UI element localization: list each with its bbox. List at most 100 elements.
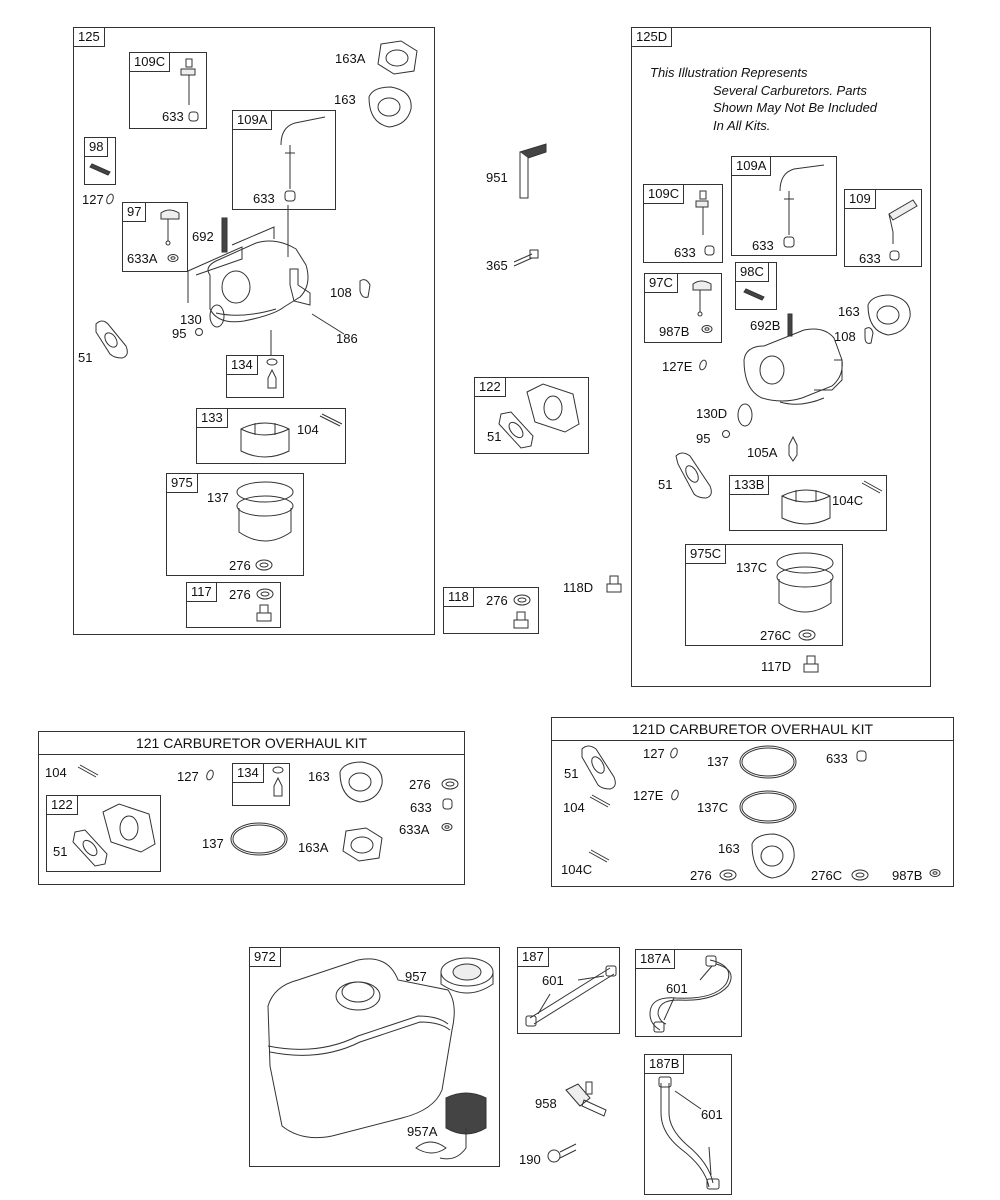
part-117D[interactable]: 117D (761, 659, 792, 674)
kit-133B[interactable]: 133B 104C (729, 475, 887, 531)
part-601[interactable]: 601 (542, 973, 564, 988)
part-108[interactable]: 108 (834, 329, 856, 344)
part-276[interactable]: 276 (409, 777, 431, 792)
part-108[interactable]: 108 (330, 285, 352, 300)
part-104C[interactable]: 104C (561, 862, 593, 877)
part-633[interactable]: 633 (162, 109, 184, 124)
part-51[interactable]: 51 (78, 350, 93, 365)
part-951[interactable]: 951 (486, 170, 508, 185)
kit-109C[interactable]: 109C 633 (129, 52, 207, 129)
kit-label: 109 (844, 189, 876, 209)
part-104[interactable]: 104 (297, 422, 319, 437)
part-95[interactable]: 95 (172, 326, 187, 341)
part-51[interactable]: 51 (53, 844, 68, 859)
kit-98[interactable]: 98 (84, 137, 116, 185)
part-127[interactable]: 127 (82, 192, 104, 207)
part-957A[interactable]: 957A (407, 1124, 438, 1139)
o-ring-icon (670, 747, 678, 759)
part-163A[interactable]: 163A (298, 840, 329, 855)
part-127E[interactable]: 127E (633, 788, 664, 803)
part-51[interactable]: 51 (564, 766, 579, 781)
kit-109A[interactable]: 109A 633 (731, 156, 837, 256)
kit-975C[interactable]: 975C 137C 276C (685, 544, 843, 646)
part-692[interactable]: 692 (192, 229, 214, 244)
part-633[interactable]: 633 (859, 251, 881, 266)
part-601[interactable]: 601 (701, 1107, 723, 1122)
part-601[interactable]: 601 (666, 981, 688, 996)
part-692B[interactable]: 692B (750, 318, 781, 333)
part-105A[interactable]: 105A (747, 445, 778, 460)
part-51[interactable]: 51 (658, 477, 673, 492)
part-633[interactable]: 633 (752, 238, 774, 253)
part-95[interactable]: 95 (696, 431, 711, 446)
part-958[interactable]: 958 (535, 1096, 557, 1111)
kit-133[interactable]: 133 104 (196, 408, 346, 464)
part-633[interactable]: 633 (253, 191, 275, 206)
part-633[interactable]: 633 (674, 245, 696, 260)
group-125D: 125D (631, 27, 931, 687)
part-118D[interactable]: 118D (563, 580, 594, 595)
part-633A[interactable]: 633A (399, 822, 430, 837)
seal-icon (442, 798, 453, 810)
part-130[interactable]: 130 (180, 312, 202, 327)
kit-134[interactable]: 134 (232, 763, 290, 806)
part-127[interactable]: 127 (643, 746, 665, 761)
kit-109C[interactable]: 109C 633 (643, 184, 723, 263)
kit-122[interactable]: 122 51 (474, 377, 589, 454)
o-ring-icon (230, 822, 288, 856)
part-276C[interactable]: 276C (811, 868, 843, 883)
part-957[interactable]: 957 (405, 969, 427, 984)
part-137[interactable]: 137 (707, 754, 729, 769)
part-137C[interactable]: 137C (697, 800, 729, 815)
kit-187B-fuel-line[interactable]: 187B 601 (644, 1054, 732, 1195)
part-163[interactable]: 163 (308, 769, 330, 784)
seal-icon (284, 190, 296, 202)
part-987B[interactable]: 987B (659, 324, 690, 339)
kit-121-overhaul[interactable]: 121 CARBURETOR OVERHAUL KIT (38, 731, 465, 885)
kit-134[interactable]: 134 (226, 355, 284, 398)
part-633A[interactable]: 633A (127, 251, 158, 266)
spacer-icon (102, 803, 156, 853)
part-276C[interactable]: 276C (760, 628, 792, 643)
part-137C[interactable]: 137C (736, 560, 768, 575)
kit-975[interactable]: 975 137 276 (166, 473, 304, 576)
part-633[interactable]: 633 (410, 800, 432, 815)
kit-97[interactable]: 97 633A (122, 202, 188, 272)
part-51[interactable]: 51 (487, 429, 502, 444)
kit-122[interactable]: 122 51 (46, 795, 161, 872)
part-276[interactable]: 276 (229, 587, 251, 602)
part-163[interactable]: 163 (718, 841, 740, 856)
part-163A[interactable]: 163A (335, 51, 366, 66)
part-276[interactable]: 276 (229, 558, 251, 573)
kit-98C[interactable]: 98C (735, 262, 777, 310)
kit-187A-fuel-line[interactable]: 187A 601 (635, 949, 742, 1037)
part-163[interactable]: 163 (334, 92, 356, 107)
choke-shaft-icon (695, 190, 709, 235)
kit-118[interactable]: 118 276 (443, 587, 539, 634)
part-130D[interactable]: 130D (696, 406, 728, 421)
kit-187-fuel-line[interactable]: 187 601 (517, 947, 620, 1034)
kit-97C[interactable]: 97C 987B (644, 273, 722, 343)
part-987B[interactable]: 987B (892, 868, 923, 883)
part-104[interactable]: 104 (563, 800, 585, 815)
part-127E[interactable]: 127E (662, 359, 693, 374)
part-365[interactable]: 365 (486, 258, 508, 273)
needle-valve-icon (266, 358, 278, 389)
part-104C[interactable]: 104C (832, 493, 864, 508)
kit-109A[interactable]: 109A 633 (232, 110, 336, 210)
kit-121D-overhaul[interactable]: 121D CARBURETOR OVERHAUL KIT (551, 717, 954, 887)
kit-label: 122 (46, 795, 78, 815)
part-276[interactable]: 276 (486, 593, 508, 608)
part-127[interactable]: 127 (177, 769, 199, 784)
part-186[interactable]: 186 (336, 331, 358, 346)
part-163[interactable]: 163 (838, 304, 860, 319)
part-104[interactable]: 104 (45, 765, 67, 780)
part-137[interactable]: 137 (207, 490, 229, 505)
part-633[interactable]: 633 (826, 751, 848, 766)
kit-109[interactable]: 109 633 (844, 189, 922, 267)
part-137[interactable]: 137 (202, 836, 224, 851)
part-190[interactable]: 190 (519, 1152, 541, 1167)
part-276[interactable]: 276 (690, 868, 712, 883)
kit-972-fuel-tank[interactable]: 972 957 957A (249, 947, 500, 1167)
kit-117[interactable]: 117 276 (186, 582, 281, 628)
